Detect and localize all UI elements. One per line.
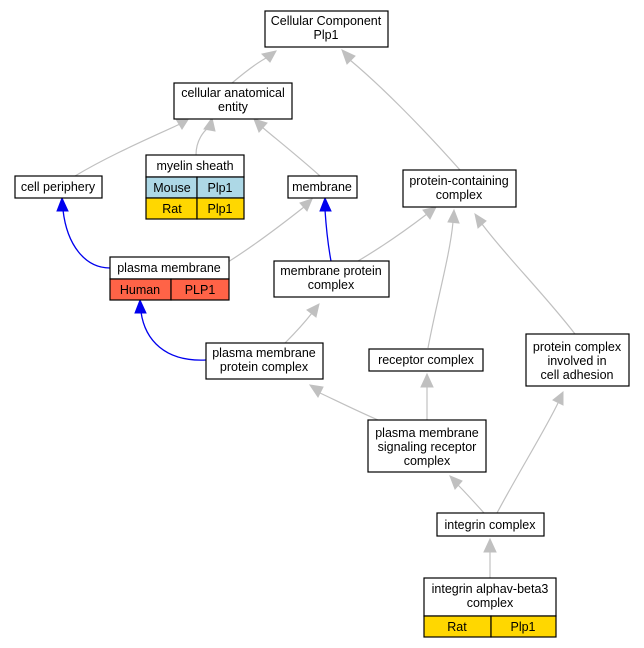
arrowhead [175,117,190,130]
arrowhead [299,198,313,212]
arrowhead [483,537,497,553]
arrowhead [552,390,564,406]
node-mpc-line2: complex [308,278,355,292]
gene-cell-human [170,278,230,301]
node-myelin-sheath[interactable]: myelin sheath Mouse Plp1 Rat Plp1 [145,154,245,220]
edge-protein-complex-to-root [349,59,461,171]
edge-mpc-to-membrane [324,209,332,262]
edge-signaling-to-pmpc [319,392,379,421]
edge-periphery-to-anatomical [74,123,181,177]
gene-label-mouse: Plp1 [207,181,232,195]
edge-membrane-to-anatomical [261,126,321,177]
arrowhead [420,372,434,388]
node-membrane[interactable]: membrane [287,175,358,199]
node-signaling-line2: signaling receptor [378,440,477,454]
edge-pmpc-to-plasma-membrane [140,311,207,361]
edge-receptor-to-protein-complex [427,221,454,349]
node-signaling-line3: complex [404,454,451,468]
arrowhead [56,196,69,212]
arrowhead [341,49,356,65]
node-adhesion-line1: protein complex [533,340,622,354]
node-plasma-membrane-label: plasma membrane [117,261,221,275]
node-protein-complex-line2: complex [436,188,483,202]
node-mpc-line1: membrane protein [280,264,381,278]
node-adhesion-line2: involved in [547,354,606,368]
gene-label-rat: Plp1 [510,620,535,634]
species-label-rat: Rat [447,620,467,634]
node-pmpc-line2: protein complex [220,360,309,374]
edges [56,49,576,578]
node-anatomical-line2: entity [218,100,249,114]
node-adhesion-complex[interactable]: protein complex involved in cell adhesio… [525,333,630,387]
node-membrane-label: membrane [292,180,352,194]
edge-plasma-membrane-to-membrane [227,206,305,263]
node-root-line2: Plp1 [313,28,338,42]
arrowhead [203,116,216,132]
edge-plasma-membrane-to-periphery [62,209,111,269]
node-receptor-complex[interactable]: receptor complex [368,348,484,372]
arrowhead [474,212,487,229]
edge-myelin-to-anatomical [195,126,210,156]
node-root-line1: Cellular Component [271,14,382,28]
arrowhead [422,206,437,220]
arrowhead [260,50,277,63]
node-root[interactable]: Cellular Component Plp1 [264,10,389,48]
edge-pmpc-to-mpc [284,312,313,344]
node-signaling-line1: plasma membrane [375,426,479,440]
node-periphery-label: cell periphery [21,180,96,194]
arrowhead [253,118,268,133]
node-avb3-line1: integrin alphav-beta3 [432,582,549,596]
node-cellular-anatomical-entity[interactable]: cellular anatomical entity [173,82,293,120]
node-signaling-receptor-complex[interactable]: plasma membrane signaling receptor compl… [367,419,487,473]
node-receptor-label: receptor complex [378,353,475,367]
node-plasma-membrane[interactable]: plasma membrane Human PLP1 [109,256,230,301]
node-plasma-membrane-protein-complex[interactable]: plasma membrane protein complex [205,342,324,380]
node-pmpc-line1: plasma membrane [212,346,316,360]
species-label-human: Human [120,283,160,297]
node-integrin-complex[interactable]: integrin complex [436,512,545,537]
edge-anatomical-to-root [231,56,269,84]
edge-integrin-to-adhesion [496,402,559,514]
node-protein-containing-complex[interactable]: protein-containing complex [402,169,517,208]
node-integrin-alphav-beta3-complex[interactable]: integrin alphav-beta3 complex Rat Plp1 [423,577,557,638]
edge-mpc-to-protein-complex [357,213,428,262]
node-cell-periphery[interactable]: cell periphery [14,175,103,199]
species-label-rat: Rat [162,202,182,216]
species-label-mouse: Mouse [153,181,191,195]
gene-cell-rat [196,197,245,220]
node-membrane-protein-complex[interactable]: membrane protein complex [273,260,390,298]
gene-label-human: PLP1 [185,283,216,297]
node-anatomical-line1: cellular anatomical [181,86,285,100]
arrowhead [447,208,460,224]
gene-label-rat: Plp1 [207,202,232,216]
gene-cell-rat [490,615,557,638]
edge-integrin-to-signaling [457,484,485,514]
node-myelin-label: myelin sheath [156,159,233,173]
node-protein-complex-line1: protein-containing [409,174,508,188]
node-integrin-label: integrin complex [444,518,536,532]
edge-adhesion-to-protein-complex [481,223,576,335]
node-adhesion-line3: cell adhesion [541,368,614,382]
arrowhead [134,298,147,314]
arrowhead [319,196,332,212]
arrowhead [449,475,463,490]
arrowhead [306,303,320,318]
arrowhead [308,384,324,398]
node-avb3-line2: complex [467,596,514,610]
